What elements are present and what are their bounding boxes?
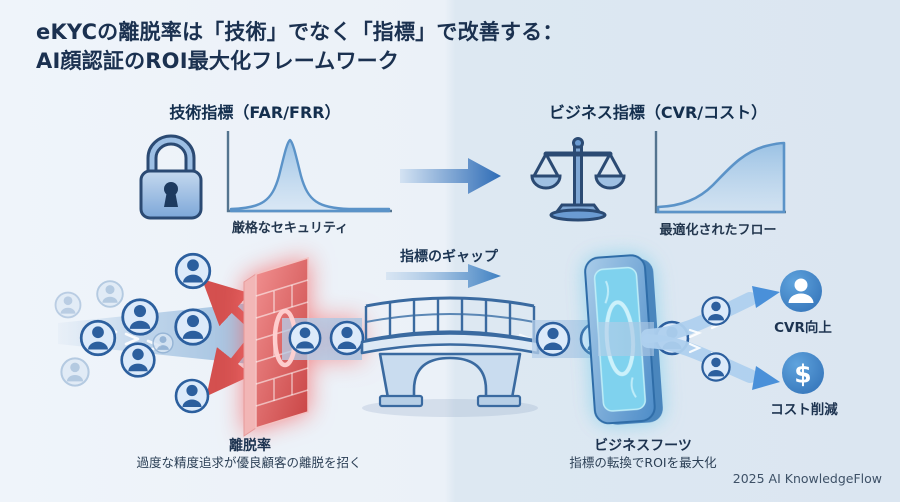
split-streams: [641, 292, 757, 383]
gap-label: 指標のギャップ: [400, 249, 498, 265]
filter-description: 指標の転換でROIを最大化: [569, 455, 717, 470]
page-title: eKYCの離脱率は「技術」でなく「指標」で改善する： AI顔認証のROI最大化フ…: [36, 18, 564, 76]
cvr-s-curve-chart: [654, 131, 786, 214]
churn-description: 過度な精度追求が優良顧客の離脱を招く: [136, 455, 362, 470]
dollar-glyph: $: [794, 360, 811, 389]
cvr-user-icon: [780, 270, 822, 312]
lock-icon: [139, 134, 203, 220]
outcome-user: [701, 352, 731, 382]
gap-arrow: [386, 264, 501, 288]
page-title-line2: AI顔認証のROI最大化フレームワーク: [36, 48, 400, 73]
business-caption: 最適化されたフロー: [659, 223, 777, 238]
cvr-outcome-label: CVR向上: [774, 320, 832, 336]
churned-user-bottom: [174, 378, 210, 414]
filter-label: ビジネスフーツ: [594, 438, 692, 454]
passing-user: [288, 321, 322, 355]
flow-user: [535, 321, 571, 357]
page-title-line1: eKYCの離脱率は「技術」でなく「指標」で改善する：: [36, 20, 564, 44]
dollar-icon: $: [782, 352, 824, 394]
balance-scale-icon: [530, 137, 626, 222]
split-arrowhead-down: [752, 366, 780, 390]
outcome-user: [701, 296, 731, 326]
top-transition-arrow: [400, 158, 501, 194]
business-section-title: ビジネス指標（CVR/コスト）: [548, 103, 768, 122]
cost-outcome-label: コスト削減: [770, 402, 838, 418]
passing-user: [329, 320, 365, 356]
technical-caption: 厳格なセキュリティ: [231, 221, 349, 236]
credit-text: 2025 AI KnowledgeFlow: [732, 471, 882, 486]
bridge: [360, 296, 540, 417]
churn-label: 離脱率: [229, 438, 271, 454]
split-arrowhead-up: [752, 286, 780, 308]
technical-section-title: 技術指標（FAR/FRR）: [169, 103, 341, 122]
far-frr-peak-chart: [226, 131, 392, 213]
churned-user-top: [174, 252, 212, 290]
